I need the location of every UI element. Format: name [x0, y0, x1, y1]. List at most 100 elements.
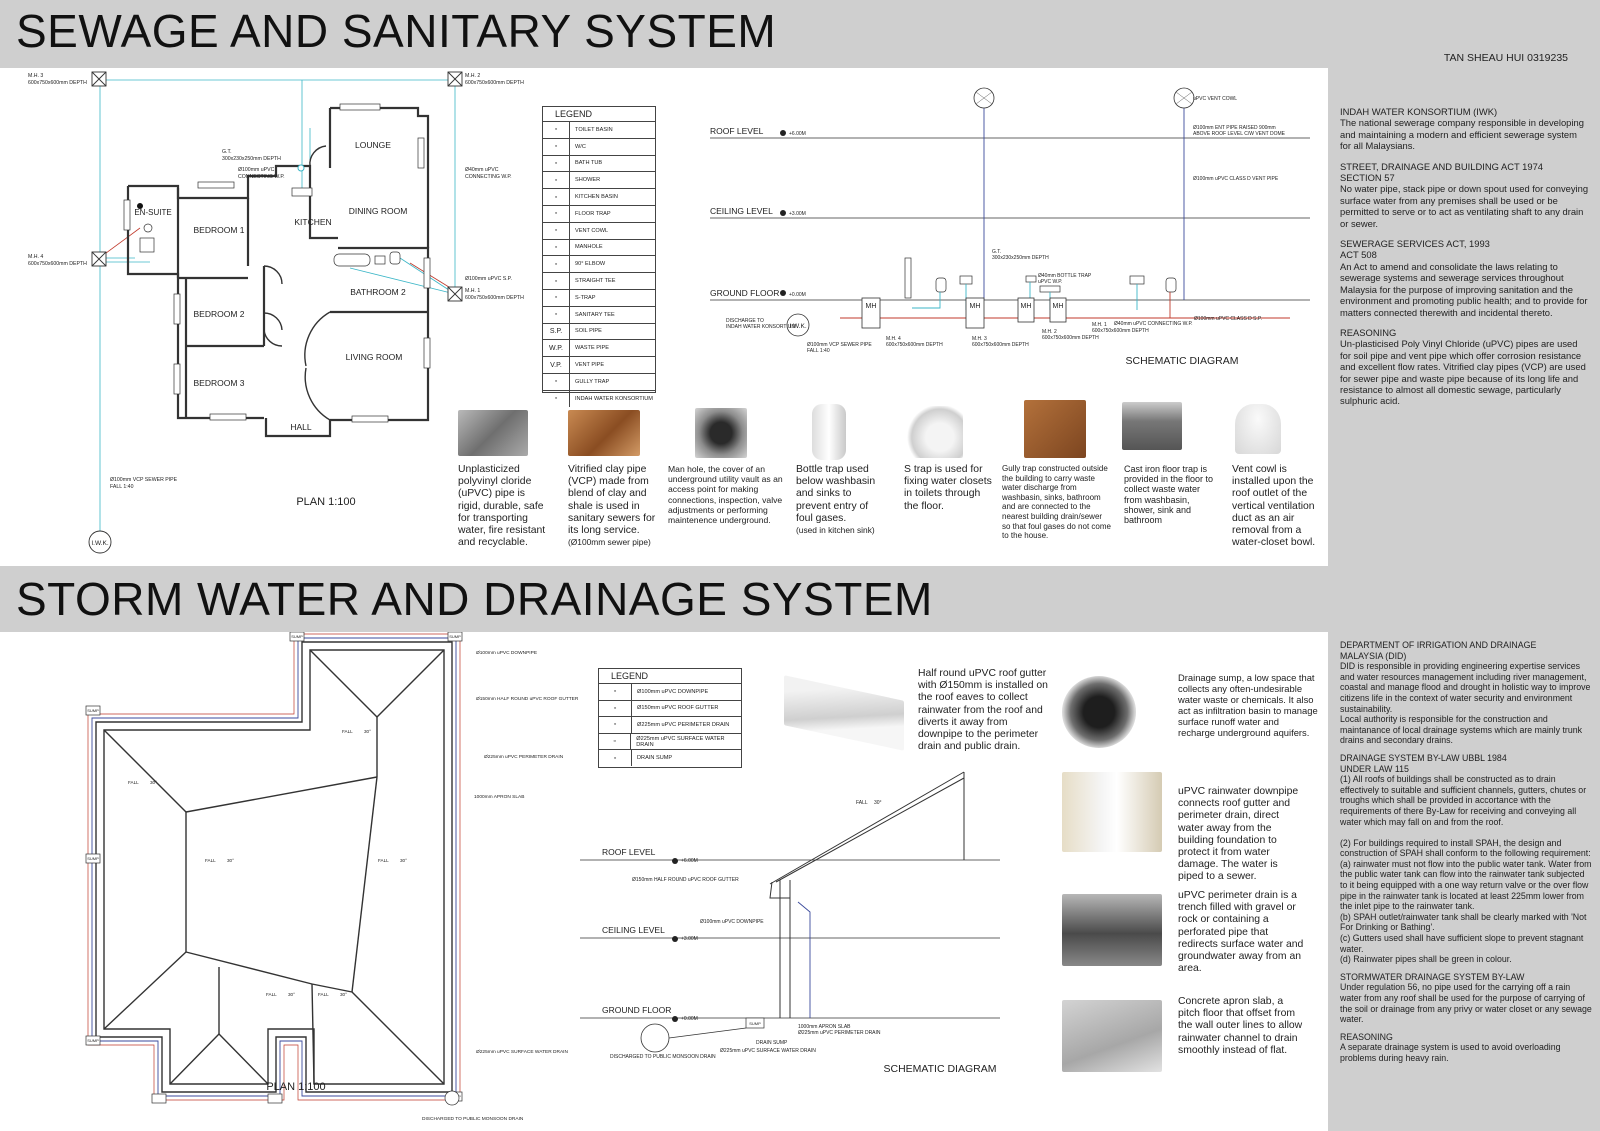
note-ubbl: DRAINAGE SYSTEM BY-LAW UBBL 1984 UNDER L…: [1340, 752, 1592, 965]
sewage-legend-title: LEGEND: [543, 107, 655, 122]
sch-iwk: I.W.K.: [789, 323, 807, 330]
sch-sp: Ø100mm uPVC CLASS D S.P.: [1194, 316, 1262, 322]
sch-wp40: Ø40mm uPVC CONNECTING W.P.: [1114, 321, 1193, 327]
sch-ceiling-val: +3.00M: [789, 211, 806, 217]
manhole-icon: ▫: [543, 239, 570, 256]
sch-mh-a: MH: [866, 303, 877, 310]
mh4-dim: 600x750x600mm DEPTH: [28, 261, 87, 267]
floor-trap-photo: [1122, 402, 1182, 450]
room-bathroom2: BATHROOM 2: [350, 287, 406, 297]
sanitary-tee-icon: ▫: [543, 306, 570, 323]
storm-sch-gutter: Ø150mm HALF ROUND uPVC ROOF GUTTER: [632, 877, 739, 883]
storm-legend-row: ▫ Ø100mm uPVC DOWNPIPE: [599, 684, 741, 701]
waste-pipe-icon: W.P.: [543, 340, 570, 357]
storm-sch-discharge: DISCHARGED TO PUBLIC MONSOON DRAIN: [610, 1054, 716, 1060]
mh3-dim: 600x750x600mm DEPTH: [28, 80, 87, 86]
shower-icon: ▫: [543, 172, 570, 189]
gt-dim: 300x230x250mm DEPTH: [222, 156, 281, 162]
fall-label-3: FALL: [205, 858, 216, 863]
sch-mh-d: MH: [1053, 303, 1064, 310]
sch-mh2-dim: 600x750x600mm DEPTH: [1042, 335, 1099, 341]
room-bedroom2: BEDROOM 2: [193, 309, 244, 319]
storm-roof-plan: SUMP SUMP SUMP SUMP SUMP SUMP FALL 30° F…: [85, 632, 579, 1122]
caption-sump: Drainage sump, a low space that collects…: [1178, 672, 1318, 738]
downpipe-photo: [1062, 772, 1162, 852]
sewage-legend-row: ▫BATH TUB: [543, 155, 655, 173]
perimeter-drain-icon: ▫: [599, 717, 632, 733]
caption-apron: Concrete apron slab, a pitch floor that …: [1178, 996, 1303, 1056]
sewage-schematic-label: SCHEMATIC DIAGRAM: [1126, 355, 1239, 367]
iwk-icon: ▫: [543, 390, 570, 407]
fall-angle-1: 30°: [150, 780, 157, 785]
storm-sch-fall: FALL: [856, 800, 868, 806]
sch-vent-cowl: uPVC VENT COWL: [1193, 96, 1237, 102]
storm-title: STORM WATER AND DRAINAGE SYSTEM: [16, 573, 933, 625]
sewage-legend-row: ▫TOILET BASIN: [543, 122, 655, 139]
caption-perimeter: uPVC perimeter drain is a trench filled …: [1178, 890, 1304, 975]
sch-mh2: M.H. 2: [1042, 329, 1057, 335]
storm-legend-row: ▫Ø225mm uPVC SURFACE WATER DRAIN: [599, 733, 741, 751]
drain-sump-icon: ▫: [599, 750, 632, 766]
sewage-legend-row: ▫SANITARY TEE: [543, 306, 655, 324]
fall-label-5: FALL: [266, 992, 277, 997]
storm-sch-roof-val: +6.00M: [681, 858, 698, 864]
plan-sump-4: SUMP: [87, 856, 99, 861]
sewage-panel: I.W.K. LOUNGE DINING ROOM KITCHEN EN-SUI…: [0, 68, 1328, 566]
elbow-icon: ▫: [543, 256, 570, 273]
sewage-schematic: ROOF LEVEL CEILING LEVEL GROUND FLOOR +6…: [710, 87, 1310, 367]
storm-schematic-label: SCHEMATIC DIAGRAM: [884, 1063, 997, 1075]
upvc40-label-2: CONNECTING W.P.: [465, 174, 512, 180]
fall-angle-6: 30°: [340, 992, 347, 997]
sewage-floor-plan: I.W.K. LOUNGE DINING ROOM KITCHEN EN-SUI…: [28, 71, 524, 554]
note-iwk: INDAH WATER KONSORTIUM (IWK)The national…: [1340, 106, 1584, 152]
mh1-label: M.H. 1: [465, 288, 480, 294]
surface-drain-icon: ▫: [599, 733, 632, 750]
caption-gutter: Half round uPVC roof gutter with Ø150mm …: [918, 668, 1048, 753]
plan-sump-1: SUMP: [87, 708, 99, 713]
downpipe-icon: ▫: [599, 684, 632, 700]
upvc-wp-label-2: CONNECTING W.P.: [238, 174, 285, 180]
sch-mh4: M.H. 4: [886, 336, 901, 342]
storm-legend-row: ▫ Ø225mm uPVC PERIMETER DRAIN: [599, 717, 741, 734]
sump-photo: [1062, 676, 1136, 748]
sewage-legend-row: ▫VENT COWL: [543, 222, 655, 240]
storm-sch-angle: 30°: [874, 800, 882, 806]
straight-tee-icon: ▫: [543, 273, 570, 289]
sch-mh3-dim: 600x750x600mm DEPTH: [972, 342, 1029, 348]
plan-gutter-label: Ø150mm HALF ROUND uPVC ROOF GUTTER: [476, 696, 579, 702]
sch-discharge-2: INDAH WATER KONSORTIUM: [726, 324, 796, 330]
fall-angle-5: 30°: [288, 992, 295, 997]
plan-sump-2: SUMP: [291, 634, 303, 639]
plan-perimeter-label: Ø225mm uPVC PERIMETER DRAIN: [484, 754, 564, 760]
storm-legend-label: Ø225mm uPVC PERIMETER DRAIN: [637, 721, 730, 728]
gutter-photo: [784, 675, 904, 751]
sewage-legend-row: ▫ INDAH WATER KONSORTIUM: [543, 390, 655, 407]
caption-gully-trap: Gully trap constructed outside the build…: [1002, 464, 1111, 541]
s-trap-photo: [905, 406, 963, 458]
caption-s-trap: S trap is used for fixing water closets …: [904, 464, 992, 512]
storm-legend-label: Ø100mm uPVC DOWNPIPE: [637, 688, 709, 695]
room-hall: HALL: [290, 422, 312, 432]
fall-angle-4: 30°: [400, 858, 407, 863]
storm-sch-roof: ROOF LEVEL: [602, 847, 656, 857]
upvc40-label-1: Ø40mm uPVC: [465, 167, 499, 173]
wc-icon: ▫: [543, 138, 570, 155]
sewage-legend-label: INDAH WATER KONSORTIUM: [575, 395, 653, 402]
author-name: TAN SHEAU HUI 0319235: [1443, 52, 1568, 64]
kitchen-basin-icon: ▫: [543, 189, 570, 205]
storm-legend-title: LEGEND: [599, 669, 741, 684]
sch-ent-1: Ø100mm ENT PIPE RAISED 900mm: [1193, 125, 1276, 131]
room-bedroom1: BEDROOM 1: [193, 225, 244, 235]
fall-angle-3: 30°: [227, 858, 234, 863]
floor-trap-icon: ▫: [543, 205, 570, 222]
sewage-legend-row: V.P.VENT PIPE: [543, 357, 655, 374]
plan-iwk-label: I.W.K.: [91, 540, 109, 547]
plan-downpipe-label: Ø100mm uPVC DOWNPIPE: [476, 650, 537, 656]
vent-cowl-photo: [1235, 404, 1281, 454]
vent-pipe-icon: V.P.: [543, 357, 570, 373]
toilet-basin-icon: ▫: [543, 122, 570, 138]
sch-bottle-1: Ø40mm BOTTLE TRAP: [1038, 273, 1092, 279]
sewage-legend-label: WASTE PIPE: [575, 345, 609, 352]
